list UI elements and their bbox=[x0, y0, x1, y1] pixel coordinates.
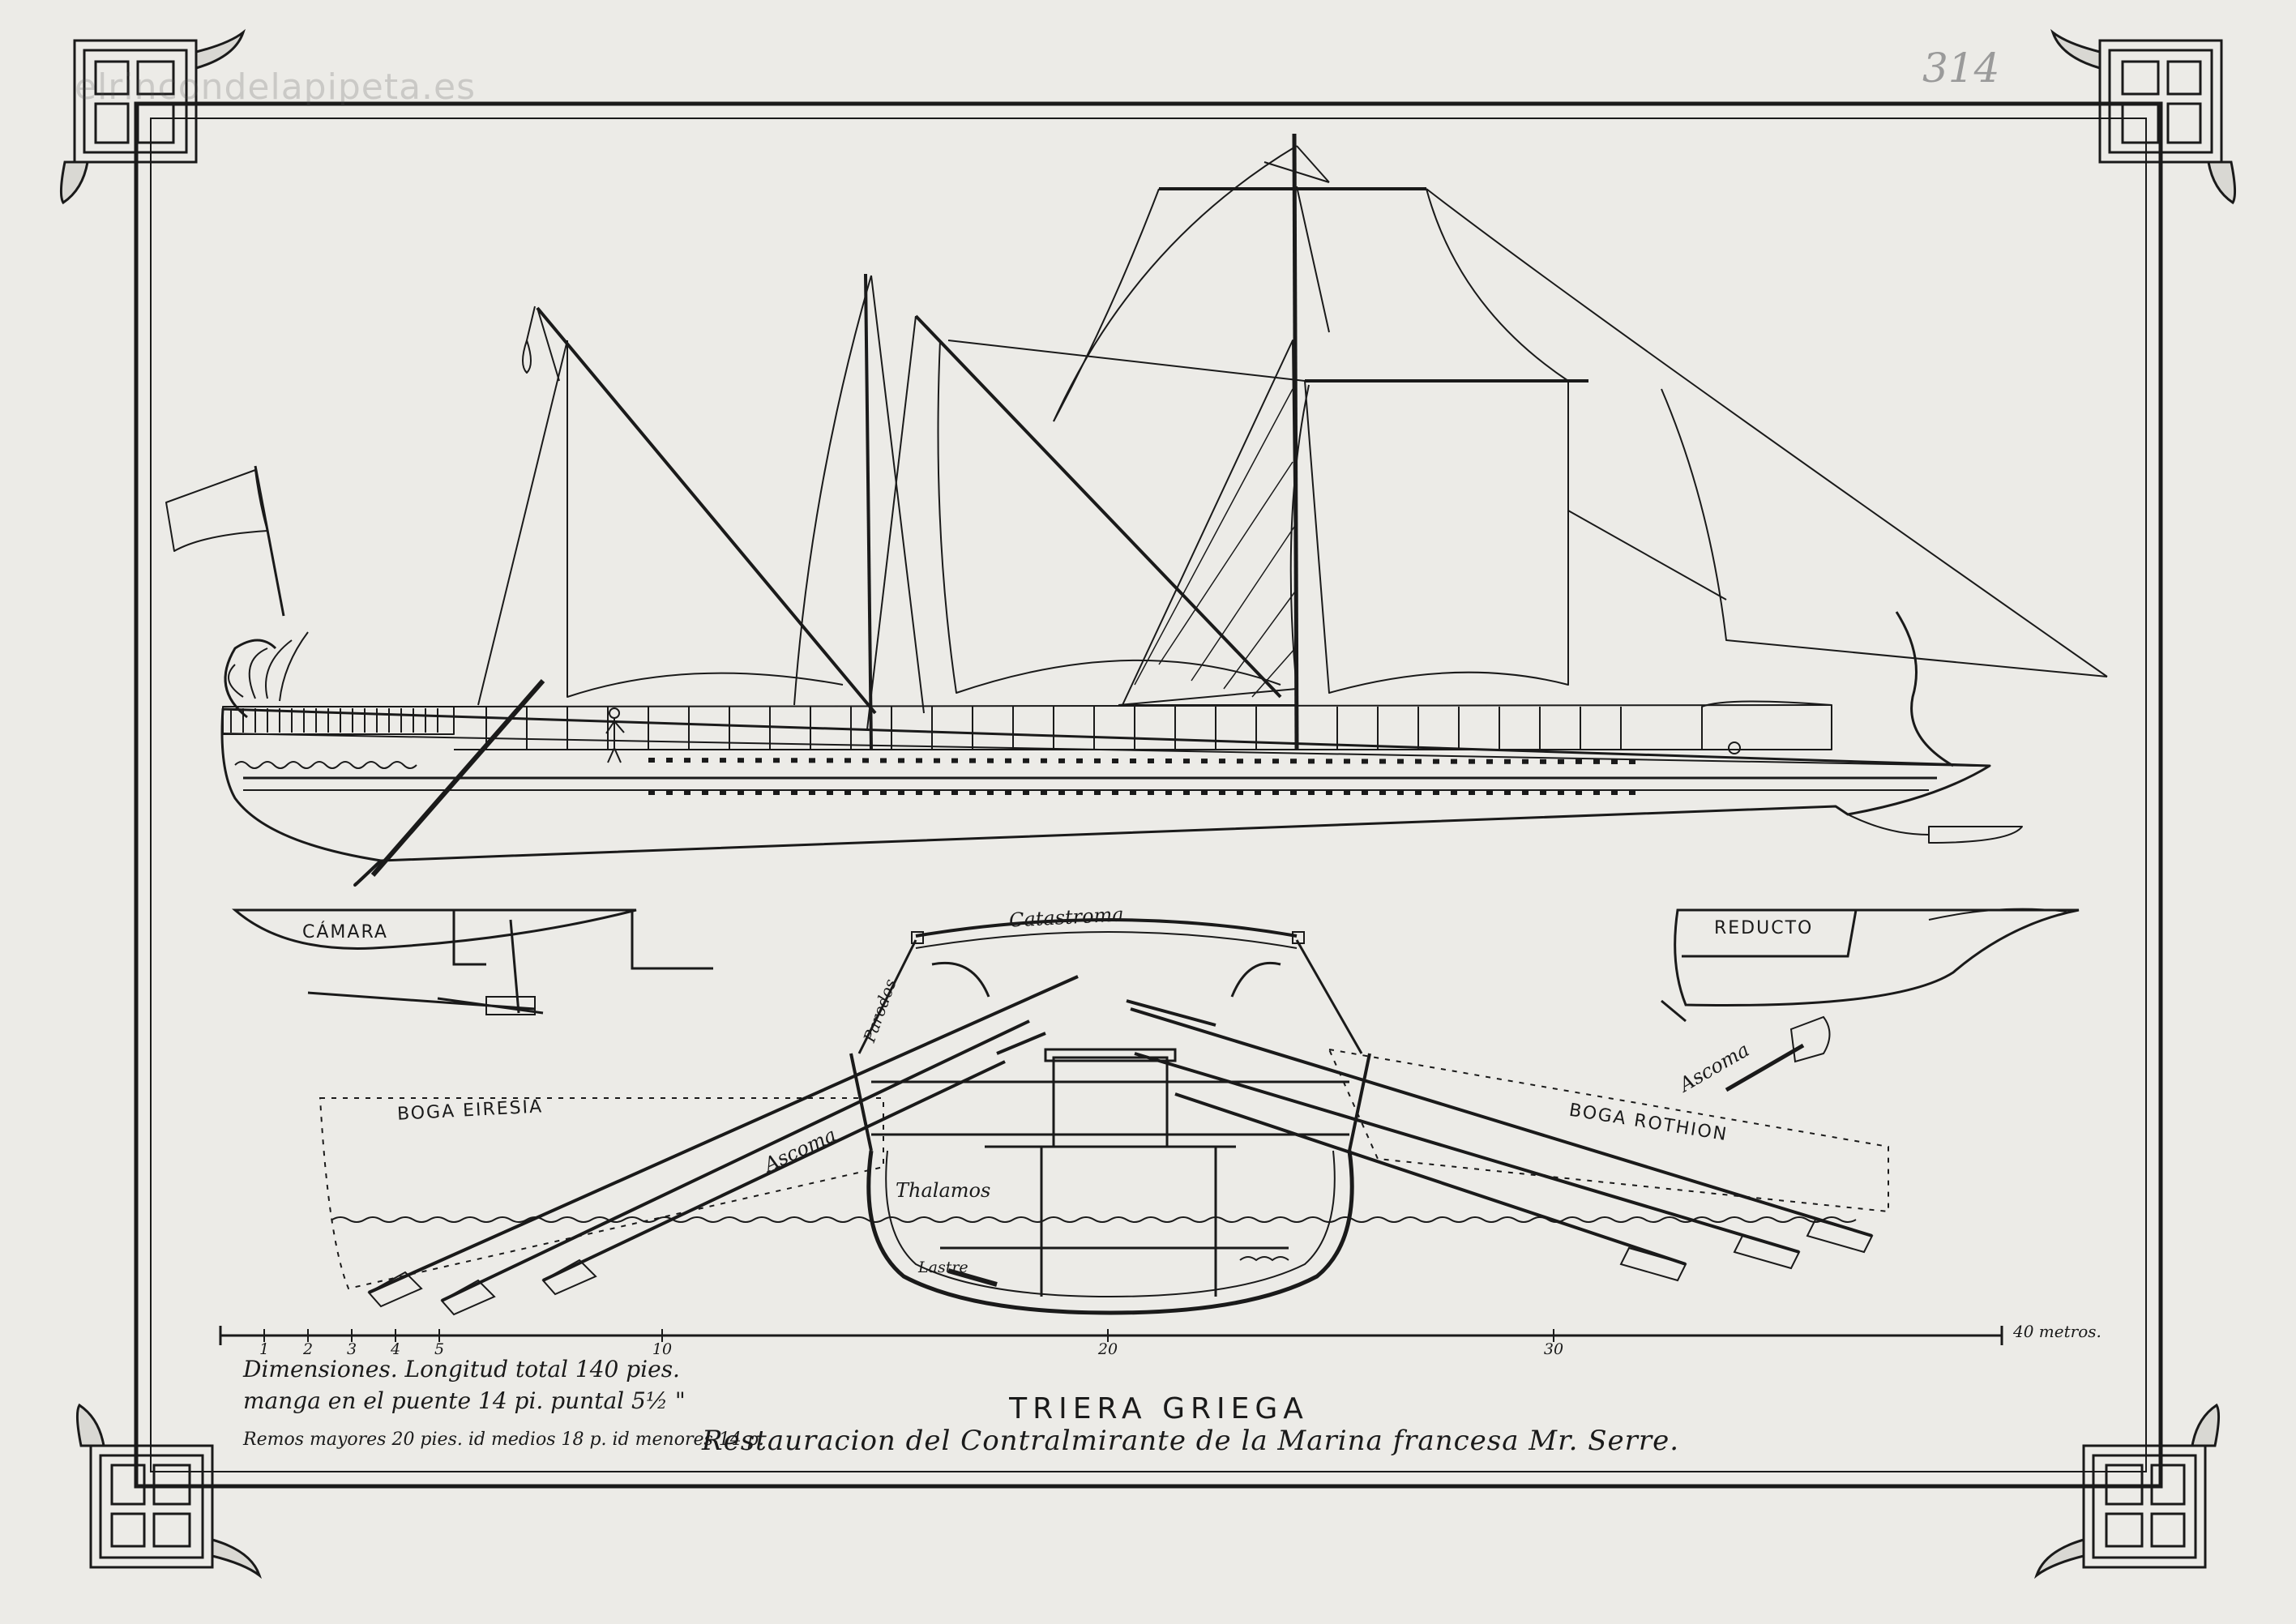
oar-eiresia-1 bbox=[368, 975, 1079, 1294]
scale-tick-2: 2 bbox=[302, 1340, 314, 1358]
flag-staff bbox=[254, 465, 285, 617]
watermark-text: elrincondelapipeta.es bbox=[75, 66, 477, 108]
flag bbox=[165, 469, 268, 552]
scale-tick-5: 5 bbox=[434, 1340, 445, 1358]
label-lastre: Lastre bbox=[918, 1259, 968, 1276]
oar-rothion-1 bbox=[1130, 1007, 1873, 1237]
scale-tick-4: 4 bbox=[390, 1340, 401, 1358]
trireme-cross-section bbox=[367, 918, 1874, 1316]
corner-ornament-bottom-right bbox=[2034, 1403, 2221, 1579]
trireme-side-elevation bbox=[165, 133, 2108, 887]
hull-section bbox=[866, 1150, 1354, 1315]
label-thalamos: Thalamos bbox=[896, 1179, 991, 1202]
scale-bar bbox=[219, 1326, 2003, 1345]
corner-ornament-top-left bbox=[59, 28, 246, 205]
mast-stern bbox=[864, 273, 873, 750]
oar-eiresia-3 bbox=[542, 1060, 1006, 1282]
label-reducto: REDUCTO bbox=[1714, 918, 1814, 938]
steering-oar bbox=[370, 679, 545, 877]
rowing-zones bbox=[319, 1048, 1889, 1290]
hull-plan-bow bbox=[1661, 908, 2080, 1023]
oar-rothion-3 bbox=[1174, 1092, 1687, 1266]
scale-tick-3: 3 bbox=[346, 1340, 357, 1358]
corner-ornament-bottom-left bbox=[75, 1403, 262, 1579]
scale-tick-1: 1 bbox=[259, 1340, 270, 1358]
decorative-border bbox=[134, 101, 2163, 1489]
scale-end-label: 40 metros. bbox=[2013, 1322, 2101, 1341]
hull bbox=[220, 707, 1991, 862]
water-line bbox=[331, 1216, 1857, 1223]
ascoma-detail bbox=[1725, 1015, 1831, 1092]
dimensions-line-1: Dimensiones. Longitud total 140 pies. bbox=[243, 1356, 680, 1383]
scale-tick-10: 10 bbox=[652, 1340, 673, 1358]
oar-rothion-2 bbox=[1134, 1052, 1800, 1254]
oar-eiresia-2 bbox=[441, 1019, 1030, 1302]
label-camara: CÁMARA bbox=[302, 922, 388, 942]
dimensions-line-3: Remos mayores 20 pies. id medios 18 p. i… bbox=[243, 1430, 764, 1450]
scale-tick-30: 30 bbox=[1543, 1340, 1564, 1358]
dimensions-line-2: manga en el puente 14 pi. puntal 5½ " bbox=[243, 1387, 686, 1414]
scale-tick-20: 20 bbox=[1097, 1340, 1118, 1358]
restoration-credit: Restauracion del Contralmirante de la Ma… bbox=[702, 1425, 1680, 1457]
plate-title: TRIERA GRIEGA bbox=[1009, 1392, 1309, 1425]
hull-plan-stern bbox=[231, 908, 713, 1015]
plate-number: 314 bbox=[1922, 45, 2000, 92]
corner-ornament-top-right bbox=[2050, 28, 2237, 205]
